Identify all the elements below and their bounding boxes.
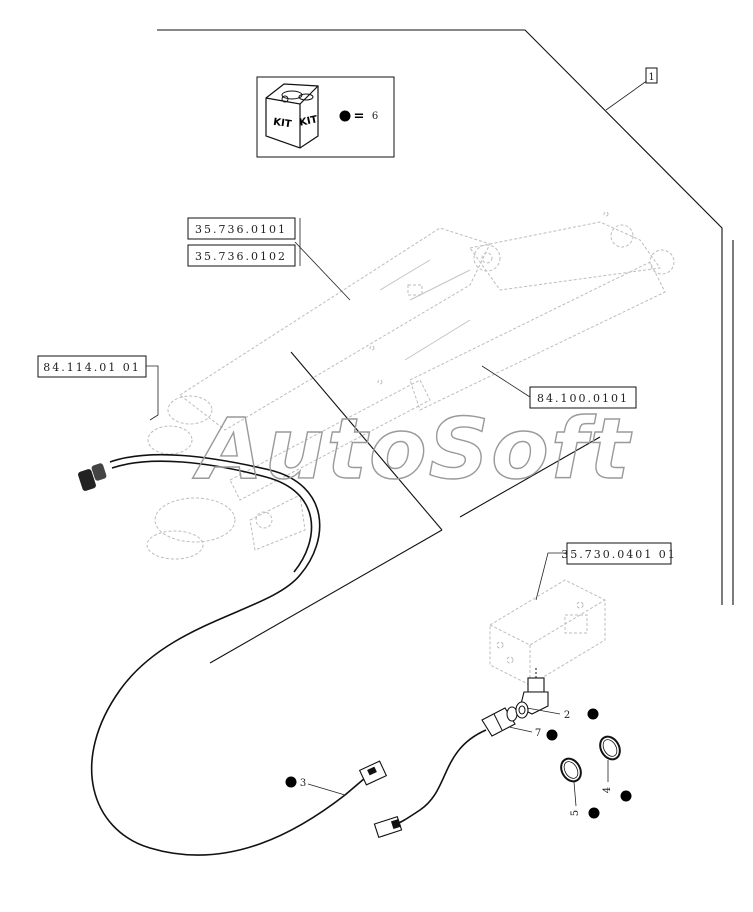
callout-5[interactable]: 5 — [570, 781, 600, 819]
section-lines — [209, 351, 601, 664]
frame-border — [157, 29, 734, 605]
callout-2-kit-dot-icon — [587, 708, 599, 720]
callout-7[interactable]: 7 — [508, 726, 558, 741]
cable-harness[interactable] — [90, 453, 366, 856]
boom-ghost-drawing — [146, 211, 675, 560]
callout-2[interactable]: 2 — [526, 707, 599, 721]
elbow-fitting-icon — [515, 668, 549, 719]
frame-ref-1[interactable]: 1 — [605, 67, 658, 111]
o-ring-4-icon — [599, 735, 621, 761]
sensor-cable[interactable] — [391, 729, 487, 827]
ref-box-35-730-0401-01[interactable]: 35.730.0401 01 — [561, 542, 676, 565]
callout-7-kit-dot-icon — [546, 729, 558, 741]
callout-4-label: 4 — [602, 787, 613, 793]
o-ring-5-icon — [560, 757, 582, 783]
ref-35-730-leader — [535, 552, 567, 601]
ref-35-736-0102-label: 35.736.0102 — [195, 250, 287, 263]
sensor-plug-icon — [373, 815, 403, 839]
ref-35-736-leader — [294, 241, 351, 301]
callout-2-label: 2 — [564, 710, 570, 721]
ref-box-35-736-0101[interactable]: 35.736.0101 — [187, 217, 296, 240]
callout-4-kit-dot-icon — [620, 790, 632, 802]
ref-84-114-01-01-label: 84.114.01 01 — [43, 361, 140, 374]
callout-3-kit-dot-icon — [285, 776, 297, 788]
ref-35-730-0401-01-label: 35.730.0401 01 — [561, 548, 676, 561]
ref-84-100-0101-label: 84.100.0101 — [537, 392, 629, 405]
kit-dot-icon — [339, 110, 351, 122]
callout-4[interactable]: 4 — [602, 760, 632, 802]
callout-5-label: 5 — [570, 810, 581, 816]
valve-block-ghost — [489, 579, 606, 686]
frame-ref-label: 1 — [648, 72, 654, 83]
callout-3-label: 3 — [300, 778, 306, 789]
harness-plug-connector-icon — [358, 760, 388, 786]
kit-legend: KIT KIT = 6 — [256, 76, 395, 158]
callout-5-kit-dot-icon — [588, 807, 600, 819]
pressure-sensor-icon — [481, 706, 518, 737]
harness-end-connector-icon — [78, 463, 107, 491]
watermark: AutoSoft — [192, 400, 632, 498]
kit-cube-icon: KIT KIT — [265, 83, 319, 149]
ref-84-114-leader — [146, 365, 159, 421]
ref-35-736-0101-label: 35.736.0101 — [195, 223, 287, 236]
callout-3[interactable]: 3 — [285, 776, 346, 796]
ref-84-100-leader — [481, 365, 531, 398]
kit-label-left: KIT — [273, 117, 293, 130]
kit-count: 6 — [372, 111, 378, 122]
ref-box-35-736-0102[interactable]: 35.736.0102 — [187, 244, 296, 267]
callout-7-label: 7 — [535, 728, 541, 739]
ref-box-84-100-0101[interactable]: 84.100.0101 — [529, 386, 637, 409]
kit-equals: = — [354, 109, 365, 124]
ref-box-84-114-01-01[interactable]: 84.114.01 01 — [37, 355, 147, 378]
kit-label-right: KIT — [298, 114, 318, 129]
